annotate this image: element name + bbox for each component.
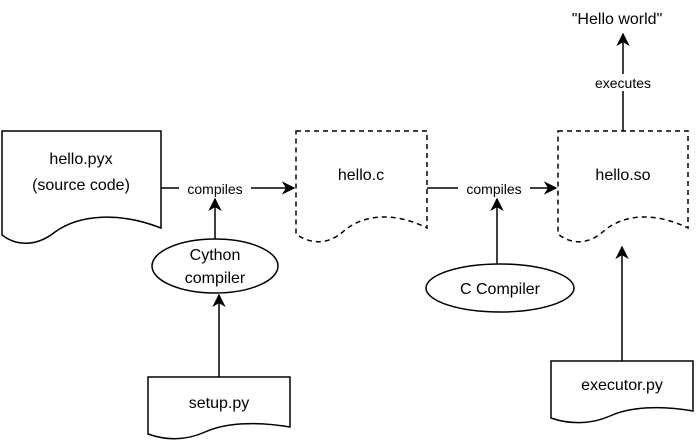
hello-pyx-sublabel: (source code) bbox=[32, 177, 130, 194]
document-shape bbox=[557, 130, 689, 243]
executor-py-label: executor.py bbox=[581, 377, 663, 394]
document-shape bbox=[295, 130, 428, 243]
hello-pyx-node: hello.pyx (source code) bbox=[1, 130, 162, 244]
hello-c-label: hello.c bbox=[338, 167, 384, 184]
hello-so-label: hello.so bbox=[595, 167, 650, 184]
c-compiler-node: C Compiler bbox=[425, 263, 575, 313]
document-shape bbox=[147, 376, 291, 440]
document-shape bbox=[1, 130, 162, 244]
hello-c-node: hello.c bbox=[295, 130, 428, 243]
edge-label-bg bbox=[458, 180, 530, 197]
executor-py-node: executor.py bbox=[550, 360, 694, 424]
edge-label-executes: executes bbox=[595, 75, 651, 91]
hello-so-node: hello.so bbox=[557, 130, 689, 243]
edge-label-compiles-2: compiles bbox=[466, 181, 521, 197]
edge-label-bg bbox=[584, 74, 662, 91]
document-shape bbox=[550, 360, 694, 424]
output-hello-world: "Hello world" bbox=[572, 11, 663, 28]
edge-label-bg bbox=[179, 180, 251, 197]
setup-py-label: setup.py bbox=[189, 395, 249, 412]
c-compiler-label: C Compiler bbox=[460, 281, 541, 298]
hello-pyx-label: hello.pyx bbox=[49, 151, 112, 168]
setup-py-node: setup.py bbox=[147, 376, 291, 440]
cython-compiler-sublabel: compiler bbox=[185, 270, 246, 287]
cython-compiler-node: Cython compiler bbox=[151, 238, 279, 294]
cython-compiler-label: Cython bbox=[190, 247, 241, 264]
edge-label-compiles-1: compiles bbox=[187, 181, 242, 197]
ellipse-shape bbox=[425, 263, 575, 313]
